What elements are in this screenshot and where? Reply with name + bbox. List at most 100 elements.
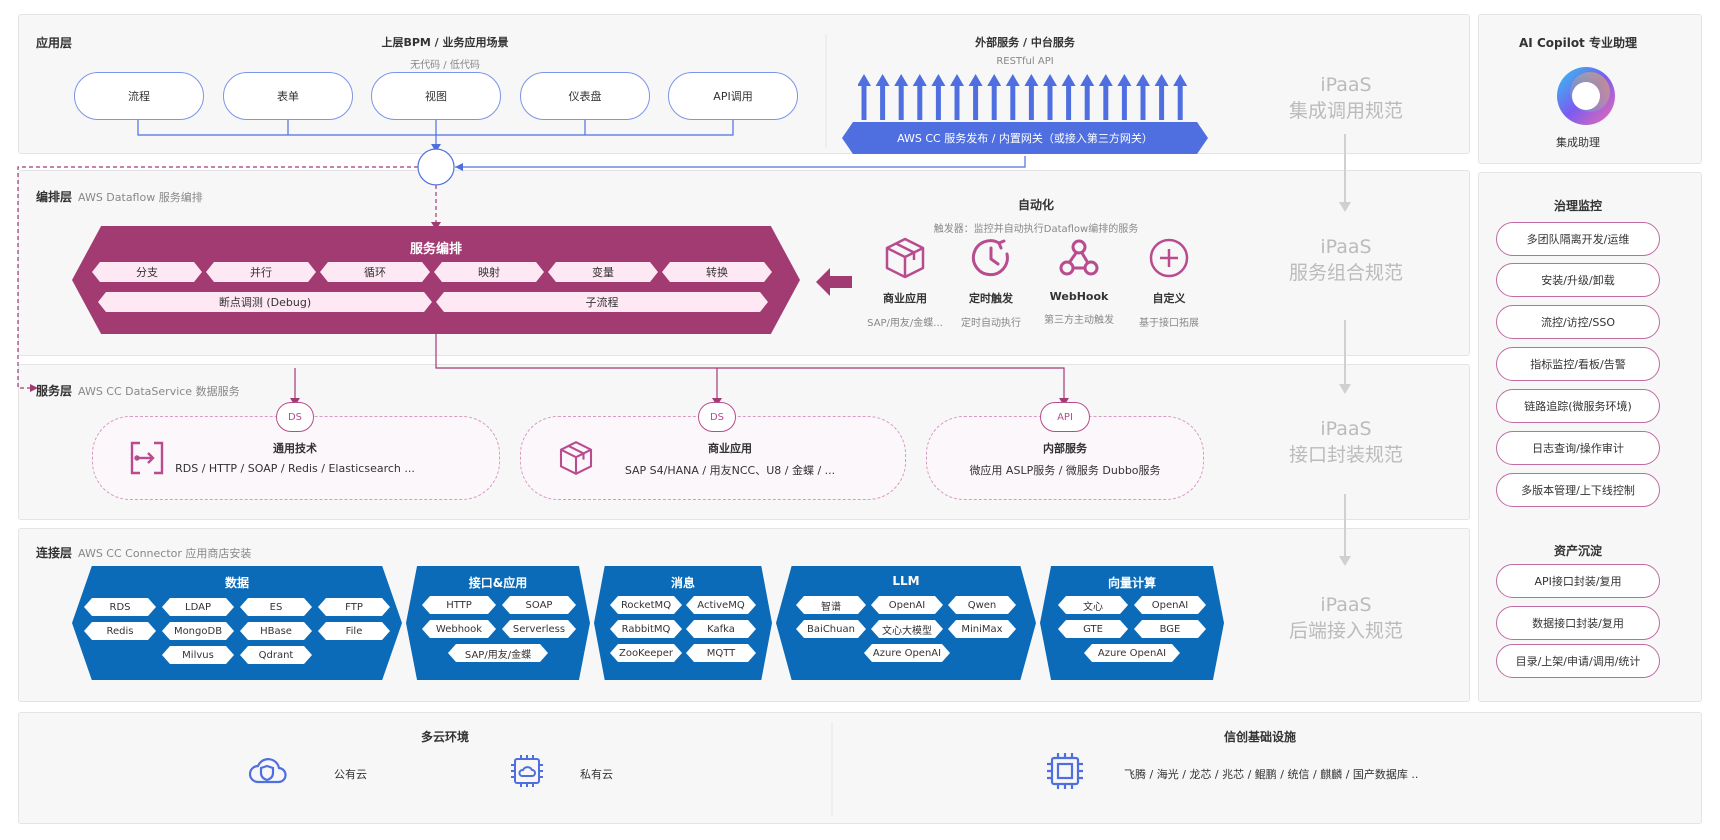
chip-gte[interactable]: GTE <box>1058 620 1128 638</box>
trigger-desc: 第三方主动触发 <box>1044 315 1114 326</box>
api-up-arrow <box>1043 74 1057 120</box>
chip-baichuan[interactable]: BaiChuan <box>796 620 866 638</box>
service-desc: 微应用 ASLP服务 / 微服务 Dubbo服务 <box>969 464 1161 477</box>
asset-data-api[interactable]: 数据接口封装/复用 <box>1496 606 1660 640</box>
gov-metrics[interactable]: 指标监控/看板/告警 <box>1496 347 1660 381</box>
external-subtitle: RESTful API <box>996 56 1054 67</box>
chip-mongodb[interactable]: MongoDB <box>162 622 234 640</box>
plus-circle-icon <box>1149 238 1189 278</box>
copilot-logo-icon[interactable] <box>1554 64 1618 128</box>
chip-minimax[interactable]: MiniMax <box>948 620 1016 638</box>
orch-chip-loop[interactable]: 循环 <box>320 262 430 282</box>
chip-wenxin[interactable]: 文心大模型 <box>871 620 943 638</box>
chip-hbase[interactable]: HBase <box>240 622 312 640</box>
api-badge: API <box>1040 402 1090 432</box>
bpm-subtitle: 无代码 / 低代码 <box>410 60 480 71</box>
orch-chip-transform[interactable]: 转换 <box>662 262 772 282</box>
orch-chip-parallel[interactable]: 并行 <box>206 262 316 282</box>
app-item-api[interactable]: API调用 <box>668 72 798 120</box>
chip-rabbitmq[interactable]: RabbitMQ <box>610 620 682 638</box>
api-up-arrow <box>968 74 983 120</box>
chip-ldap[interactable]: LDAP <box>162 598 234 616</box>
service-layer-label: 服务层 AWS CC DataService 数据服务 <box>36 382 240 399</box>
governance-title: 治理监控 <box>1553 199 1602 213</box>
chip-openai[interactable]: OpenAI <box>871 596 943 614</box>
api-up-arrow <box>1173 74 1188 120</box>
chip-qdrant[interactable]: Qdrant <box>240 646 312 664</box>
orch-chip-branch[interactable]: 分支 <box>92 262 202 282</box>
trigger-name: 自定义 <box>1152 292 1186 305</box>
chip-file[interactable]: File <box>318 622 390 640</box>
external-title: 外部服务 / 中台服务 <box>975 36 1075 49</box>
trigger-custom[interactable]: 自定义 基于接口拓展 <box>1124 234 1214 329</box>
copilot-title: AI Copilot 专业助理 <box>1519 36 1637 50</box>
chip-http[interactable]: HTTP <box>422 596 496 614</box>
app-item-flow[interactable]: 流程 <box>74 72 204 120</box>
chip-activemq[interactable]: ActiveMQ <box>686 596 756 614</box>
api-up-arrow <box>1080 74 1095 120</box>
group-title: 接口&应用 <box>468 576 528 590</box>
ipaas-l1: iPaaS <box>1320 74 1372 96</box>
group-title: 消息 <box>670 576 695 590</box>
trigger-desc: 基于接口拓展 <box>1139 318 1199 329</box>
chip-kafka[interactable]: Kafka <box>686 620 756 638</box>
chip-rocketmq[interactable]: RocketMQ <box>610 596 682 614</box>
orch-chip-debug[interactable]: 断点调测 (Debug) <box>98 292 432 312</box>
chip-webhook[interactable]: Webhook <box>422 620 496 638</box>
trigger-business-app[interactable]: 商业应用 SAP/用友/金蝶... <box>860 234 950 329</box>
chip-azure-openai[interactable]: Azure OpenAI <box>864 644 950 662</box>
app-item-view[interactable]: 视图 <box>371 72 501 120</box>
gov-install[interactable]: 安装/升级/卸载 <box>1496 263 1660 297</box>
asset-catalog[interactable]: 目录/上架/申请/调用/统计 <box>1496 644 1660 678</box>
chip-rds[interactable]: RDS <box>84 598 156 616</box>
chip-serverless[interactable]: Serverless <box>502 620 576 638</box>
api-up-arrow <box>931 74 946 120</box>
chip-openai-vec[interactable]: OpenAI <box>1134 596 1206 614</box>
chip-zookeeper[interactable]: ZooKeeper <box>610 644 682 662</box>
chip-es[interactable]: ES <box>240 598 312 616</box>
api-up-arrow <box>875 74 890 120</box>
service-sublabel: AWS CC DataService 数据服务 <box>78 385 240 398</box>
api-up-arrow <box>1005 74 1020 120</box>
webhook-icon <box>1059 239 1099 276</box>
orch-chip-mapping[interactable]: 映射 <box>434 262 544 282</box>
api-up-arrow <box>912 74 927 120</box>
gov-flow-control[interactable]: 流控/访控/SSO <box>1496 305 1660 339</box>
chip-sap[interactable]: SAP/用友/金蝶 <box>448 644 548 662</box>
chip-ftp[interactable]: FTP <box>318 598 390 616</box>
gov-tracing[interactable]: 链路追踪(微服务环境) <box>1496 389 1660 423</box>
orch-chip-subflow[interactable]: 子流程 <box>436 292 768 312</box>
trigger-name: 商业应用 <box>883 292 927 305</box>
chip-redis[interactable]: Redis <box>84 622 156 640</box>
infra-panel <box>18 712 1702 824</box>
trigger-timer[interactable]: 定时触发 定时自动执行 <box>946 234 1036 329</box>
gov-multi-team[interactable]: 多团队隔离开发/运维 <box>1496 222 1660 256</box>
app-item-form[interactable]: 表单 <box>223 72 353 120</box>
chip-bge[interactable]: BGE <box>1134 620 1206 638</box>
trigger-desc: 定时自动执行 <box>961 318 1021 329</box>
chip-azure-openai-vec[interactable]: Azure OpenAI <box>1084 644 1180 662</box>
chip-zhipu[interactable]: 智谱 <box>796 596 866 614</box>
ds-badge: DS <box>698 402 736 432</box>
service-label: 服务层 <box>36 384 73 398</box>
gov-versioning[interactable]: 多版本管理/上下线控制 <box>1496 473 1660 507</box>
transfer-icon <box>130 441 164 475</box>
chip-wenxin-vec[interactable]: 文心 <box>1058 596 1128 614</box>
chip-qwen[interactable]: Qwen <box>948 596 1016 614</box>
private-cloud-icon <box>511 755 543 787</box>
clock-icon <box>971 239 1009 277</box>
gov-logs[interactable]: 日志查询/操作审计 <box>1496 431 1660 465</box>
xinchuang-title: 信创基础设施 <box>1223 730 1296 744</box>
chip-soap[interactable]: SOAP <box>502 596 576 614</box>
gateway-banner-text: AWS CC 服务发布 / 内置网关（或接入第三方网关） <box>897 132 1153 145</box>
ipaas-l2: 后端接入规范 <box>1288 620 1403 642</box>
trigger-webhook[interactable]: WebHook 第三方主动触发 <box>1034 234 1124 326</box>
app-item-dashboard[interactable]: 仪表盘 <box>520 72 650 120</box>
chip-milvus[interactable]: Milvus <box>162 646 234 664</box>
chip-mqtt[interactable]: MQTT <box>686 644 756 662</box>
orch-chip-variable[interactable]: 变量 <box>548 262 658 282</box>
asset-api[interactable]: API接口封装/复用 <box>1496 564 1660 598</box>
api-up-arrow <box>1154 74 1169 120</box>
